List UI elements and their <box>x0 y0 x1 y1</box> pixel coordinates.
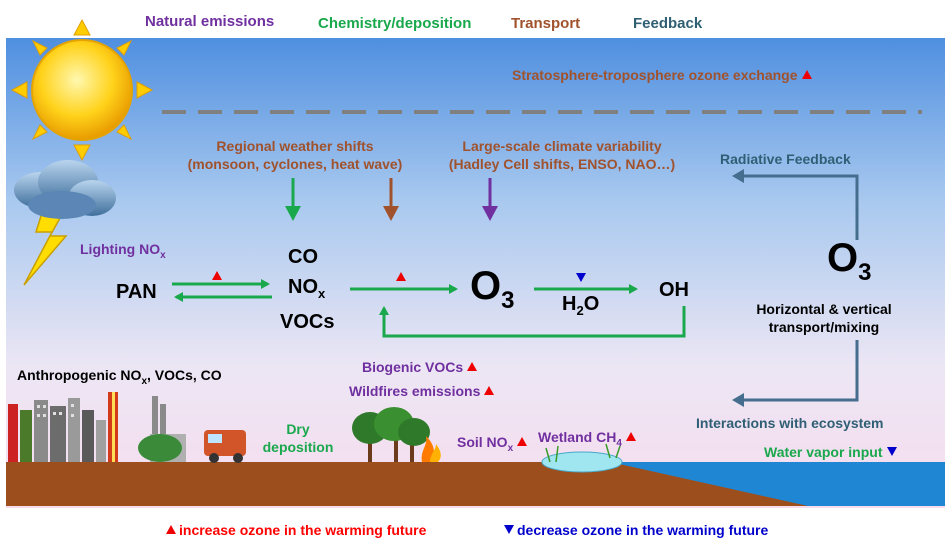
lightning-nox-label: Lighting NOx <box>80 241 166 261</box>
lightning-cloud-icon <box>14 160 116 286</box>
legend-decrease: decrease ozone in the warming future <box>504 522 768 538</box>
climate-variability-line1: Large-scale climate variability <box>462 138 662 154</box>
dry-deposition-line1: Dry <box>286 421 310 437</box>
anthropogenic-label: Anthropogenic NOx, VOCs, CO <box>17 367 222 387</box>
transport-mixing-line1: Horizontal & vertical <box>756 301 892 317</box>
increase-marker-icon <box>484 386 495 395</box>
transport-mixing-label: Horizontal & vertical transport/mixing <box>744 300 904 336</box>
increase-marker-icon <box>801 70 812 79</box>
water-vapor-label: Water vapor input <box>764 444 897 460</box>
city-icon <box>8 392 118 462</box>
forest-icon <box>352 407 430 462</box>
species-o3: O3 <box>470 264 515 314</box>
right-o3-label: O3 <box>827 236 872 286</box>
regional-weather-label: Regional weather shifts (monsoon, cyclon… <box>164 137 426 173</box>
legend-natural-emissions: Natural emissions <box>145 13 275 30</box>
arrow-ecosystem <box>732 340 859 407</box>
species-vocs: VOCs <box>280 311 335 333</box>
legend-increase: increase ozone in the warming future <box>166 522 426 538</box>
regional-weather-line2: (monsoon, cyclones, heat wave) <box>187 156 403 172</box>
ground <box>6 462 808 506</box>
fire-icon <box>421 436 441 462</box>
decrease-marker-icon <box>504 525 514 534</box>
wetland-ch4-label: Wetland CH4 <box>538 429 636 449</box>
arrow-regional-chemistry <box>285 178 301 221</box>
increase-marker-icon <box>625 432 636 441</box>
truck-icon <box>204 430 246 463</box>
increase-marker-icon <box>212 271 222 280</box>
arrow-climate-natural <box>482 178 498 221</box>
climate-variability-line2: (Hadley Cell shifts, ENSO, NAO…) <box>448 156 676 172</box>
increase-marker-icon <box>467 362 478 371</box>
wetland-pond <box>541 451 623 473</box>
species-co: CO <box>288 246 318 268</box>
biogenic-vocs-label: Biogenic VOCs <box>362 359 478 375</box>
dry-deposition-label: Dry deposition <box>258 420 338 456</box>
radiative-feedback-label: Radiative Feedback <box>720 151 851 167</box>
increase-marker-icon <box>517 437 528 446</box>
factory-icon <box>138 396 186 462</box>
legend-feedback: Feedback <box>633 15 703 32</box>
climate-variability-label: Large-scale climate variability (Hadley … <box>425 137 699 173</box>
transport-mixing-line2: transport/mixing <box>768 319 880 335</box>
decrease-marker-icon <box>576 273 586 282</box>
species-pan: PAN <box>116 281 157 303</box>
dry-deposition-line2: deposition <box>262 439 334 455</box>
species-h2o: H2O <box>562 293 600 318</box>
species-nox: NOx <box>288 276 326 301</box>
sun-icon <box>10 18 154 162</box>
wetland-reeds <box>545 443 621 463</box>
arrow-oh-loop <box>379 306 686 338</box>
regional-weather-line1: Regional weather shifts <box>216 138 374 154</box>
legend-chemistry-deposition: Chemistry/deposition <box>318 15 472 32</box>
species-oh: OH <box>659 279 689 301</box>
arrow-radiative-feedback <box>732 169 859 240</box>
increase-marker-icon <box>396 272 406 281</box>
increase-marker-icon <box>166 525 176 534</box>
wildfires-label: Wildfires emissions <box>349 383 495 399</box>
strat-trop-exchange-label: Stratosphere-troposphere ozone exchange <box>512 67 812 83</box>
soil-nox-label: Soil NOx <box>457 434 528 454</box>
arrow-regional-transport <box>383 178 399 221</box>
ecosystem-label: Interactions with ecosystem <box>696 415 884 431</box>
decrease-marker-icon <box>886 447 897 456</box>
legend-transport: Transport <box>511 15 581 32</box>
